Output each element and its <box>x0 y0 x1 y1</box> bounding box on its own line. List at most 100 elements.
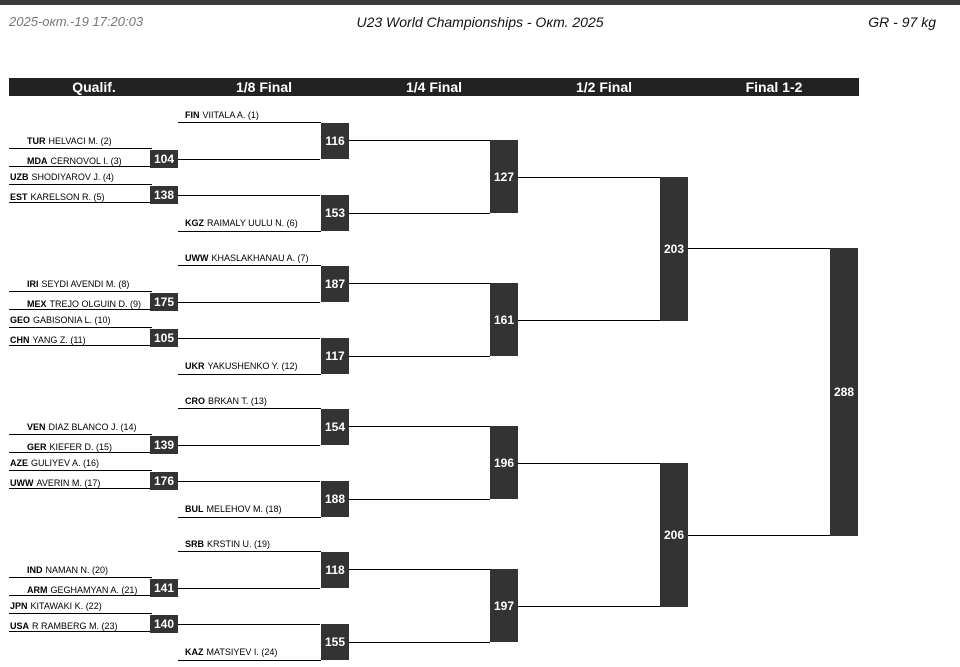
wrestler-name: YANG Z. (11) <box>32 335 86 345</box>
bout-qualif[interactable]: 104 <box>150 150 178 168</box>
bracket-line <box>9 184 152 185</box>
bout-qf[interactable]: 127 <box>490 140 518 213</box>
round-qualif: Qualif. <box>72 79 116 95</box>
wrestler-country: CRO <box>185 396 205 406</box>
bout-r16[interactable]: 154 <box>321 409 349 445</box>
wrestler-country: GER <box>27 442 47 452</box>
bout-qualif[interactable]: 175 <box>150 293 178 311</box>
wrestler-name: MATSIYEV I. (24) <box>206 647 278 657</box>
wrestler-name: DIAZ BLANCO J. (14) <box>48 422 137 432</box>
bracket-line <box>178 408 321 409</box>
wrestler-name: NAMAN N. (20) <box>45 565 109 575</box>
bracket-line <box>518 606 660 607</box>
bracket-line <box>9 166 152 167</box>
bracket-line <box>9 631 152 632</box>
bout-final[interactable]: 288 <box>830 248 858 536</box>
bracket-line <box>9 577 152 578</box>
bout-sf[interactable]: 206 <box>660 463 688 607</box>
bracket-line <box>349 499 490 500</box>
bout-qualif[interactable]: 138 <box>150 186 178 204</box>
wrestler-name: TREJO OLGUIN D. (9) <box>49 299 142 309</box>
wrestler-country: KAZ <box>185 647 204 657</box>
wrestler-name: SHODIYAROV J. (4) <box>31 172 114 182</box>
wrestler-name: AVERIN M. (17) <box>36 478 101 488</box>
bracket-line <box>688 248 830 249</box>
bout-r16[interactable]: 118 <box>321 552 349 588</box>
wrestler-name: KHASLAKHANAU A. (7) <box>211 253 309 263</box>
bracket-line <box>178 588 320 589</box>
wrestler-name: MELEHOV M. (18) <box>206 504 282 514</box>
wrestler-country: IRI <box>27 279 39 289</box>
bracket-line <box>178 122 321 123</box>
wrestler-name: YAKUSHENKO Y. (12) <box>207 361 298 371</box>
event-title: U23 World Championships - Окт. 2025 <box>356 14 604 30</box>
bout-qualif[interactable]: 140 <box>150 615 178 633</box>
round-qf: 1/4 Final <box>405 79 463 95</box>
bout-qualif[interactable]: 105 <box>150 329 178 347</box>
bracket-line <box>9 595 152 596</box>
wrestler-name: R RAMBERG M. (23) <box>32 621 118 631</box>
round-r16: 1/8 Final <box>235 79 293 95</box>
wrestler-country: UZB <box>10 172 29 182</box>
bout-qf[interactable]: 161 <box>490 283 518 356</box>
wrestler-country: ARM <box>27 585 48 595</box>
bracket-line <box>9 291 152 292</box>
wrestler-country: KGZ <box>185 218 204 228</box>
round-sf: 1/2 Final <box>575 79 633 95</box>
bracket-line <box>9 345 152 346</box>
bracket-line <box>178 445 320 446</box>
bout-qualif[interactable]: 141 <box>150 579 178 597</box>
wrestler-country: EST <box>10 192 28 202</box>
bout-r16[interactable]: 116 <box>321 123 349 159</box>
wrestler-name: KARELSON R. (5) <box>30 192 105 202</box>
bracket-line <box>518 320 660 321</box>
wrestler-name: GULIYEV A. (16) <box>31 458 100 468</box>
wrestler-country: IND <box>27 565 43 575</box>
bracket-line <box>178 374 321 375</box>
bout-r16[interactable]: 153 <box>321 195 349 231</box>
bout-r16[interactable]: 188 <box>321 481 349 517</box>
wrestler-name: KITAWAKI K. (22) <box>30 601 102 611</box>
bracket-line <box>9 309 152 310</box>
wrestler-name: KRSTIN U. (19) <box>207 539 271 549</box>
bracket-line <box>9 613 152 614</box>
wrestler-country: UKR <box>185 361 205 371</box>
top-bar <box>0 0 960 5</box>
wrestler-name: GEGHAMYAN A. (21) <box>50 585 138 595</box>
wrestler-country: FIN <box>185 110 200 120</box>
bout-sf[interactable]: 203 <box>660 177 688 321</box>
wrestler-country: BUL <box>185 504 204 514</box>
wrestler-country: TUR <box>27 136 46 146</box>
bracket-line <box>178 159 320 160</box>
bout-r16[interactable]: 117 <box>321 338 349 374</box>
bracket-line <box>349 642 490 643</box>
bout-qf[interactable]: 196 <box>490 426 518 499</box>
bracket-line <box>9 452 152 453</box>
bout-qualif[interactable]: 139 <box>150 436 178 454</box>
wrestler-country: UWW <box>10 478 34 488</box>
bracket-line <box>349 356 490 357</box>
bout-qf[interactable]: 197 <box>490 569 518 642</box>
wrestler-country: GEO <box>10 315 31 325</box>
bout-r16[interactable]: 155 <box>321 624 349 660</box>
bracket-line <box>9 148 152 149</box>
bout-qualif[interactable]: 176 <box>150 472 178 490</box>
bracket-line <box>9 488 152 489</box>
bout-r16[interactable]: 187 <box>321 266 349 302</box>
bracket-line <box>349 283 490 284</box>
